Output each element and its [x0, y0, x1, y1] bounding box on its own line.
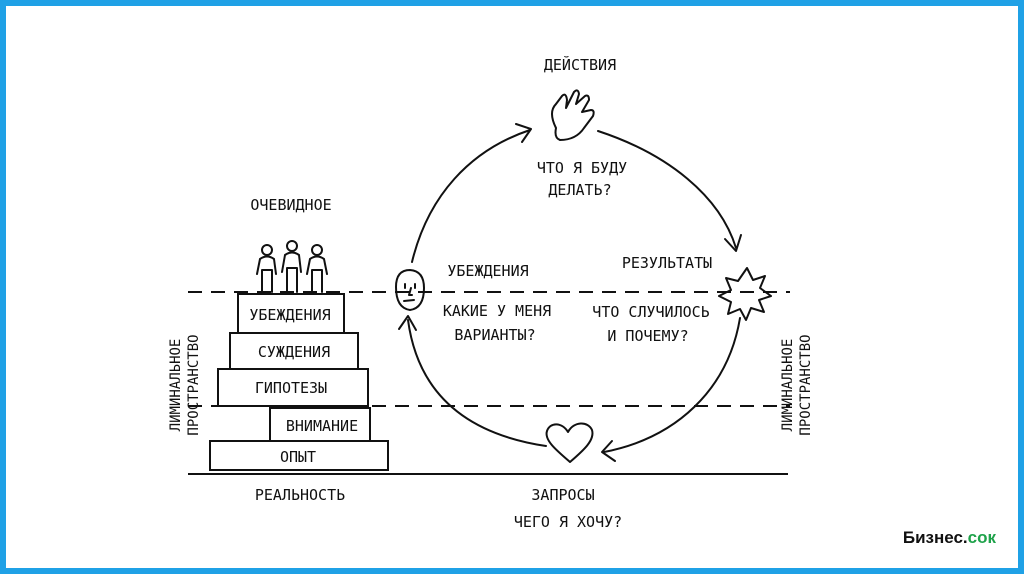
- starburst-icon: [718, 267, 772, 321]
- requests-label: ЗАПРОСЫ: [531, 486, 594, 504]
- liminal-left-line1: ЛИМИНАЛЬНОЕ: [168, 339, 184, 432]
- hand-icon: [551, 89, 595, 141]
- people-icon: [256, 240, 328, 293]
- liminal-left-line2: ПРОСТРАНСТВО: [186, 334, 202, 435]
- brand-accent: сок: [967, 528, 996, 547]
- actions-question-line2: ДЕЛАТЬ?: [548, 181, 611, 199]
- brand-main: Бизнес.: [902, 528, 968, 547]
- liminal-space-right: ЛИМИНАЛЬНОЕ ПРОСТРАНСТВО: [780, 334, 814, 435]
- beliefs-question-line2: ВАРИАНТЫ?: [454, 326, 535, 344]
- step-label-judgements: СУЖДЕНИЯ: [258, 343, 330, 361]
- brand-logo: Бизнес.сок: [903, 528, 996, 548]
- reality-label: РЕАЛЬНОСТЬ: [255, 486, 345, 504]
- actions-question-line1: ЧТО Я БУДУ: [537, 159, 627, 177]
- step-box-attention: [269, 407, 371, 442]
- step-label-attention: ВНИМАНИЕ: [286, 417, 358, 435]
- face-icon: [395, 269, 425, 311]
- step-label-hypotheses: ГИПОТЕЗЫ: [255, 379, 327, 397]
- step-box-experience: [209, 440, 389, 471]
- ladder-of-inference: УБЕЖДЕНИЯ СУЖДЕНИЯ ГИПОТЕЗЫ ВНИМАНИЕ ОПЫ…: [209, 293, 389, 471]
- cycle-arrows: [398, 123, 742, 462]
- step-label-experience: ОПЫТ: [280, 448, 316, 466]
- step-box-hypotheses: [217, 368, 369, 407]
- results-question-line2: И ПОЧЕМУ?: [607, 327, 688, 345]
- heart-icon: [545, 422, 594, 463]
- requests-question: ЧЕГО Я ХОЧУ?: [514, 513, 622, 531]
- actions-label: ДЕЙСТВИЯ: [544, 55, 616, 74]
- beliefs-label: УБЕЖДЕНИЯ: [447, 262, 528, 280]
- step-box-beliefs: [237, 293, 345, 334]
- results-question-line1: ЧТО СЛУЧИЛОСЬ: [592, 303, 709, 321]
- obvious-label: ОЧЕВИДНОЕ: [250, 196, 331, 214]
- beliefs-question-line1: КАКИЕ У МЕНЯ: [443, 302, 551, 320]
- liminal-space-left: ЛИМИНАЛЬНОЕ ПРОСТРАНСТВО: [168, 334, 202, 435]
- results-label: РЕЗУЛЬТАТЫ: [622, 254, 712, 272]
- step-box-judgements: [229, 332, 359, 370]
- liminal-right-line2: ПРОСТРАНСТВО: [798, 334, 814, 435]
- step-label-beliefs: УБЕЖДЕНИЯ: [249, 306, 330, 324]
- liminal-right-line1: ЛИМИНАЛЬНОЕ: [780, 339, 796, 432]
